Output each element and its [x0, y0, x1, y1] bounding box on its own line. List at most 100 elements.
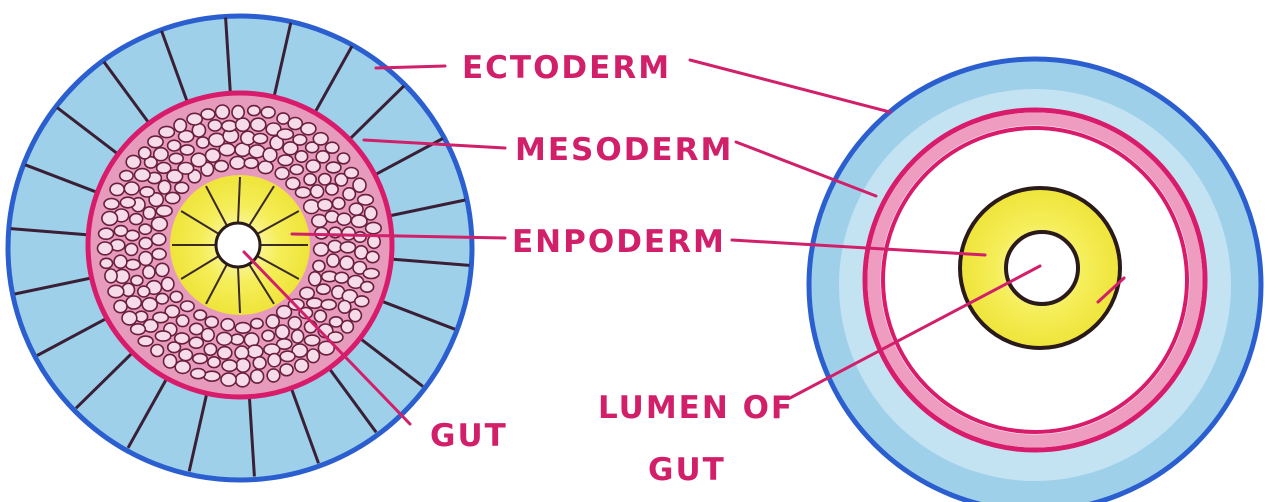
mesoderm-cell — [151, 345, 164, 357]
right-gut-lumen — [1006, 232, 1078, 304]
mesoderm-cell — [288, 118, 302, 130]
mesoderm-cell — [102, 212, 118, 226]
mesoderm-cell — [325, 142, 338, 153]
mesoderm-cell — [187, 113, 202, 125]
mesoderm-cell — [209, 133, 225, 146]
mesoderm-cell — [327, 254, 339, 267]
mesoderm-cell — [122, 311, 137, 325]
mesoderm-cell — [337, 153, 349, 164]
mesoderm-cell — [258, 161, 273, 174]
mesoderm-cell — [304, 174, 316, 186]
left-cross-section — [8, 16, 472, 480]
mesoderm-cell — [152, 249, 166, 260]
mesoderm-cell — [309, 272, 321, 286]
mesoderm-cell — [275, 167, 289, 179]
lumen-label-line1: LUMEN OF — [598, 390, 794, 426]
mesoderm-cell — [142, 298, 157, 311]
mesoderm-cell — [311, 185, 324, 198]
mesoderm-cell — [135, 169, 151, 182]
mesoderm-cell — [131, 324, 146, 335]
mesoderm-cell — [307, 298, 322, 308]
ectoderm-label: ECTODERM — [462, 50, 671, 86]
mesoderm-cell — [366, 251, 379, 262]
mesoderm-cell — [138, 336, 153, 346]
mesoderm-cell — [98, 242, 113, 255]
mesoderm-cell — [164, 354, 177, 368]
mesoderm-cell — [221, 373, 236, 386]
mesoderm-cell — [169, 153, 183, 163]
mesoderm-cell — [290, 165, 303, 175]
mesoderm-cell — [251, 118, 266, 131]
lumen-label-line2: GUT — [648, 452, 726, 488]
mesoderm-cell — [191, 369, 206, 379]
mesoderm-cell — [222, 360, 237, 371]
mesoderm-label: MESODERM — [515, 132, 733, 168]
mesoderm-cell — [206, 149, 221, 162]
mesoderm-cell — [143, 266, 155, 279]
mesoderm-cell — [152, 217, 168, 231]
mesoderm-cell — [305, 335, 320, 346]
mesoderm-cell — [317, 284, 331, 294]
mesoderm-cell — [236, 359, 250, 373]
mesoderm-cell — [157, 163, 171, 174]
mesoderm-cell — [139, 224, 151, 234]
mesoderm-cell — [99, 228, 114, 239]
mesoderm-cell — [318, 199, 332, 211]
mesoderm-cell — [247, 345, 263, 358]
mesoderm-cell — [114, 255, 127, 268]
mesoderm-cell — [179, 349, 192, 361]
mesoderm-cell — [353, 178, 366, 192]
mesoderm-cell — [105, 269, 117, 283]
mesoderm-cell — [215, 161, 229, 172]
mesoderm-cell — [338, 301, 350, 314]
mesoderm-cell — [251, 319, 263, 329]
mesoderm-cell — [124, 182, 139, 195]
mesoderm-cell — [217, 332, 232, 345]
mesoderm-cell — [131, 276, 143, 286]
mesoderm-cell — [139, 147, 151, 159]
mesoderm-cell — [235, 373, 249, 387]
mesoderm-cell — [126, 155, 140, 168]
mesoderm-cell — [138, 286, 150, 297]
mesoderm-cell — [261, 107, 275, 118]
mesoderm-cell — [174, 119, 186, 132]
right-cross-section — [809, 59, 1261, 502]
mesoderm-cell — [156, 206, 172, 217]
mesoderm-cell — [205, 316, 218, 327]
mesoderm-cell — [221, 319, 234, 331]
mesoderm-cell — [204, 371, 220, 381]
mesoderm-cell — [358, 195, 374, 205]
mesoderm-cell — [314, 243, 329, 256]
mesoderm-cell — [218, 347, 232, 359]
mesoderm-cell — [304, 200, 319, 214]
mesoderm-cell — [114, 300, 127, 312]
mesoderm-cell — [176, 315, 188, 327]
mesoderm-cell — [340, 242, 355, 253]
mesoderm-cell — [266, 315, 279, 328]
mesoderm-cell — [248, 106, 260, 116]
mesoderm-cell — [158, 180, 170, 194]
mesoderm-cell — [180, 145, 194, 155]
mesoderm-cell — [155, 331, 170, 341]
mesoderm-cell — [363, 269, 379, 279]
mesoderm-cell — [326, 184, 339, 195]
mesoderm-cell — [345, 168, 359, 179]
mesoderm-cell — [175, 182, 189, 193]
mesoderm-cell — [253, 357, 266, 369]
mesoderm-cell — [156, 293, 168, 304]
mesoderm-cell — [366, 222, 382, 233]
mesoderm-cell — [110, 183, 124, 195]
mesoderm-cell — [222, 121, 237, 132]
endoderm-label: ENPODERM — [512, 224, 726, 260]
mesoderm-cell — [278, 155, 293, 166]
mesoderm-cell — [156, 263, 169, 276]
mesoderm-cell — [152, 233, 166, 245]
mesoderm-cell — [286, 178, 300, 190]
mesoderm-cell — [361, 282, 374, 293]
ectoderm-pointer-left — [376, 66, 445, 68]
mesoderm-cell — [340, 256, 354, 269]
mesoderm-cell — [288, 317, 301, 330]
mesoderm-cell — [170, 291, 182, 302]
mesoderm-cell — [168, 140, 181, 151]
